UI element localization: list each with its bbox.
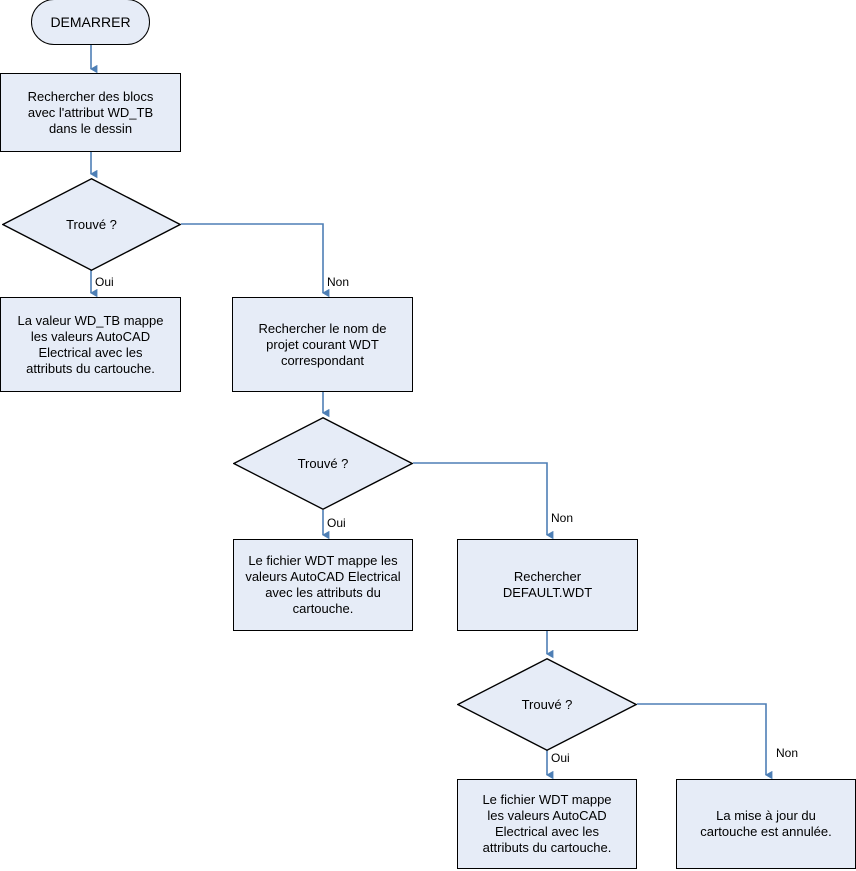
node-search-default-wdt[interactable]: Rechercher DEFAULT.WDT (457, 539, 638, 631)
edge-label-decision3-no: Non (776, 746, 799, 760)
edge-decision1-no (181, 223, 330, 298)
node-search-project-wdt[interactable]: Rechercher le nom de projet courant WDT … (232, 297, 413, 392)
node-result3-no[interactable]: La mise à jour du cartouche est annulée. (676, 779, 856, 869)
node-decision1-label: Trouvé ? (66, 217, 117, 232)
node-decision1[interactable]: Trouvé ? (2, 178, 181, 271)
node-decision3[interactable]: Trouvé ? (457, 658, 637, 751)
node-result3-no-label: La mise à jour du cartouche est annulée. (700, 808, 832, 839)
node-search-blocks-label: Rechercher des blocs avec l'attribut WD_… (27, 88, 154, 136)
edge-label-decision2-yes: Oui (327, 516, 346, 530)
node-result2-yes-label: Le fichier WDT mappe les valeurs AutoCAD… (245, 553, 401, 616)
node-result1-yes[interactable]: La valeur WD_TB mappe les valeurs AutoCA… (0, 297, 181, 392)
node-decision2-label: Trouvé ? (297, 456, 349, 471)
node-start[interactable]: DEMARRER (31, 0, 150, 45)
node-decision2[interactable]: Trouvé ? (233, 417, 413, 510)
edge-label-decision1-no: Non (327, 275, 350, 289)
node-search-project-wdt-label: Rechercher le nom de projet courant WDT … (258, 320, 387, 368)
node-result3-yes[interactable]: Le fichier WDT mappe les valeurs AutoCAD… (457, 779, 637, 869)
node-result2-yes[interactable]: Le fichier WDT mappe les valeurs AutoCAD… (233, 539, 413, 631)
decision2-shape (233, 417, 413, 510)
node-search-blocks[interactable]: Rechercher des blocs avec l'attribut WD_… (0, 73, 181, 152)
edge-decision2-no (413, 462, 554, 540)
edge-decision3-no (637, 703, 773, 780)
node-decision3-label: Trouvé ? (521, 697, 573, 712)
edge-label-decision2-no: Non (551, 511, 574, 525)
decision3-shape (457, 658, 637, 751)
node-start-label: DEMARRER (50, 14, 131, 30)
edge-label-decision3-yes: Oui (551, 751, 570, 765)
node-result1-yes-label: La valeur WD_TB mappe les valeurs AutoCA… (17, 312, 164, 376)
node-result3-yes-label: Le fichier WDT mappe les valeurs AutoCAD… (482, 792, 612, 855)
decision1-shape (2, 178, 181, 271)
edge-label-decision1-yes: Oui (95, 275, 114, 289)
node-search-default-wdt-label: Rechercher DEFAULT.WDT (502, 569, 593, 600)
